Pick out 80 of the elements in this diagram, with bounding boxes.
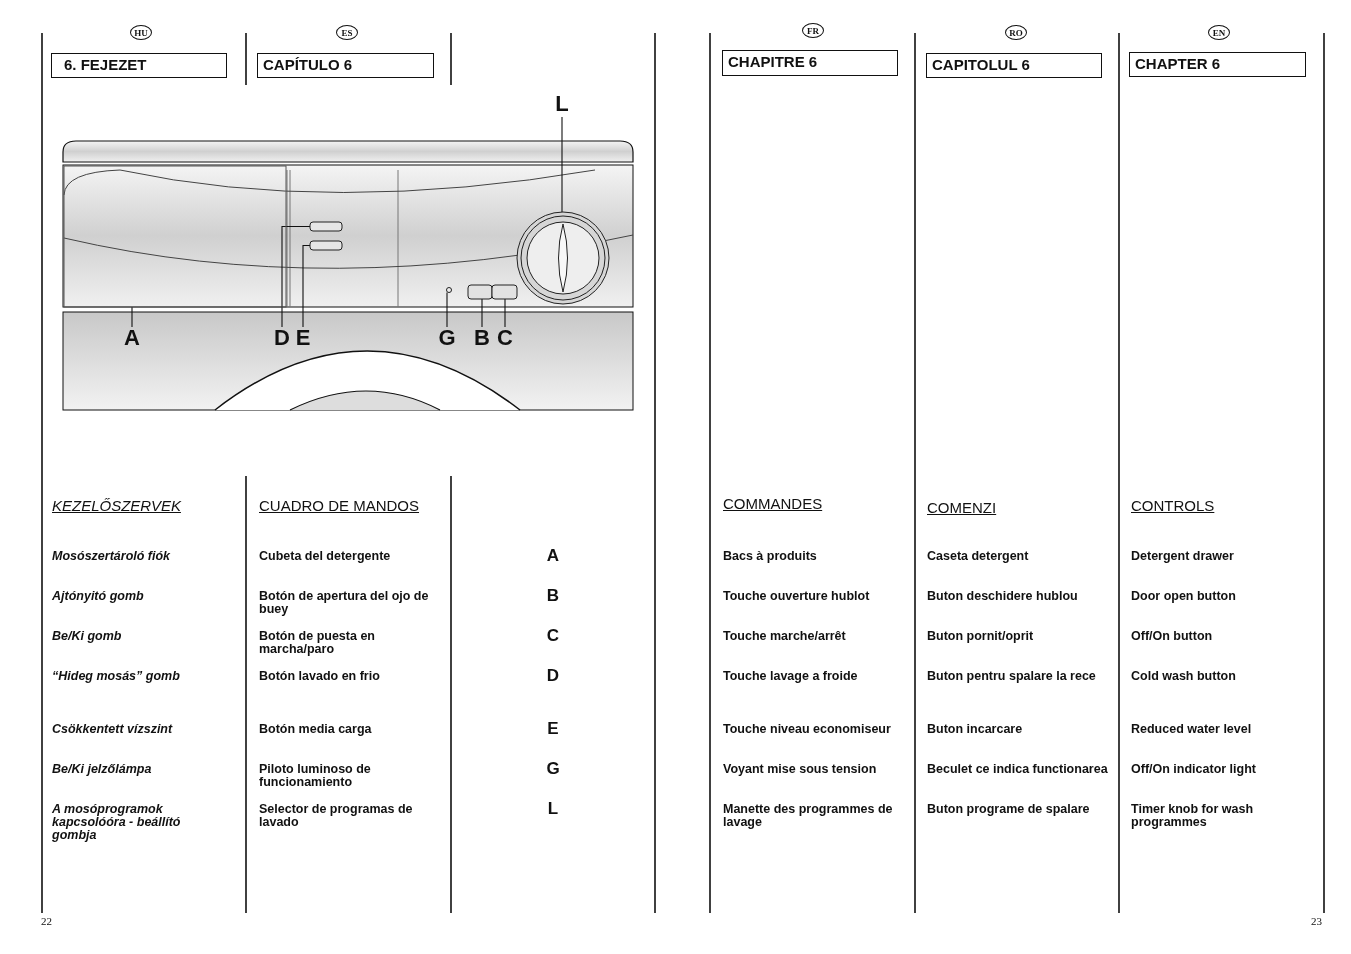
leader-line	[481, 298, 483, 328]
callout-letter: A	[123, 327, 141, 351]
part-description: Door open button	[1131, 590, 1237, 603]
leader-line	[446, 291, 448, 328]
leader-line	[561, 116, 563, 213]
part-description: Detergent drawer	[1131, 550, 1235, 563]
callout-letter: E	[294, 327, 312, 351]
part-description: Botón de apertura del ojo de buey	[259, 590, 430, 616]
timer-knob	[516, 211, 610, 305]
page-number: 23	[1311, 915, 1323, 927]
section-heading: KEZELŐSZERVEK	[52, 497, 182, 514]
part-description: Buton deschidere hublou	[927, 590, 1079, 603]
leader-line	[302, 244, 311, 328]
part-description: Botón media carga	[259, 723, 373, 736]
push-button	[309, 240, 343, 251]
part-description: Buton incarcare	[927, 723, 1024, 736]
callout-letter: C	[496, 327, 514, 351]
part-description: Csökkentett vízszint	[52, 723, 174, 736]
callout-letter: D	[273, 327, 291, 351]
section-heading: CUADRO DE MANDOS	[259, 497, 420, 514]
part-description: Cubeta del detergente	[259, 550, 392, 563]
part-description: Ajtónyitó gomb	[52, 590, 145, 603]
section-heading: COMENZI	[927, 499, 998, 516]
part-description: Buton pornit/oprit	[927, 630, 1035, 643]
callout-letter: G	[545, 759, 561, 779]
part-description: A mosóprogramok kapcsolóóra - beállító gombja	[52, 803, 182, 842]
part-description: Reduced water level	[1131, 723, 1253, 736]
part-description: Botón de puesta en marcha/paro	[259, 630, 376, 656]
language-badge: RO	[1005, 25, 1027, 40]
part-description: Buton pentru spalare la rece	[927, 670, 1097, 683]
leader-line	[281, 225, 311, 328]
chapter-heading: CHAPTER 6	[1129, 52, 1306, 77]
callout-letter: B	[545, 586, 561, 606]
part-description: Caseta detergent	[927, 550, 1030, 563]
section-heading: CONTROLS	[1131, 497, 1216, 514]
language-badge: HU	[130, 25, 152, 40]
part-description: Beculet ce indica functionarea	[927, 763, 1109, 776]
part-description: “Hideg mosás” gomb	[52, 670, 181, 683]
page-number: 22	[41, 915, 53, 927]
language-badge: EN	[1208, 25, 1230, 40]
detergent-drawer	[63, 165, 287, 308]
callout-letter: C	[545, 626, 561, 646]
part-description: Cold wash button	[1131, 670, 1237, 683]
rocker-button-half	[491, 284, 518, 300]
part-description: Be/Ki gomb	[52, 630, 123, 643]
part-description: Bacs à produits	[723, 550, 818, 563]
language-badge: FR	[802, 23, 824, 38]
part-description: Manette des programmes de lavage	[723, 803, 894, 829]
callout-letter: L	[553, 93, 571, 117]
chapter-heading: CAPÍTULO 6	[257, 53, 434, 78]
part-description: Off/On button	[1131, 630, 1214, 643]
rocker-button-half	[467, 284, 493, 300]
part-description: Timer knob for wash programmes	[1131, 803, 1254, 829]
part-description: Buton programe de spalare	[927, 803, 1091, 816]
chapter-heading: CHAPITRE 6	[722, 50, 898, 76]
callout-letter: D	[545, 666, 561, 686]
part-description: Touche marche/arrêt	[723, 630, 847, 643]
language-badge: ES	[336, 25, 358, 40]
section-heading: COMMANDES	[723, 495, 824, 512]
callout-letter: G	[438, 327, 456, 351]
callout-letter: A	[545, 546, 561, 566]
part-description: Touche lavage a froide	[723, 670, 859, 683]
leader-line	[131, 306, 133, 328]
part-description: Piloto luminoso de funcionamiento	[259, 763, 372, 789]
part-description: Botón lavado en frio	[259, 670, 381, 683]
part-description: Off/On indicator light	[1131, 763, 1257, 776]
callout-letter: L	[546, 799, 560, 819]
part-description: Be/Ki jelzőlámpa	[52, 763, 153, 776]
indicator-light	[446, 287, 452, 293]
callout-letter: B	[473, 327, 491, 351]
part-description: Touche ouverture hublot	[723, 590, 871, 603]
chapter-heading: CAPITOLUL 6	[926, 53, 1102, 78]
leader-line	[504, 298, 506, 328]
part-description: Selector de programas de lavado	[259, 803, 414, 829]
part-description: Mosószertároló fiók	[52, 550, 172, 563]
part-description: Touche niveau economiseur	[723, 723, 892, 736]
part-description: Voyant mise sous tension	[723, 763, 878, 776]
chapter-heading: 6. FEJEZET	[51, 53, 227, 78]
push-button	[309, 221, 343, 232]
callout-letter: E	[546, 719, 560, 739]
